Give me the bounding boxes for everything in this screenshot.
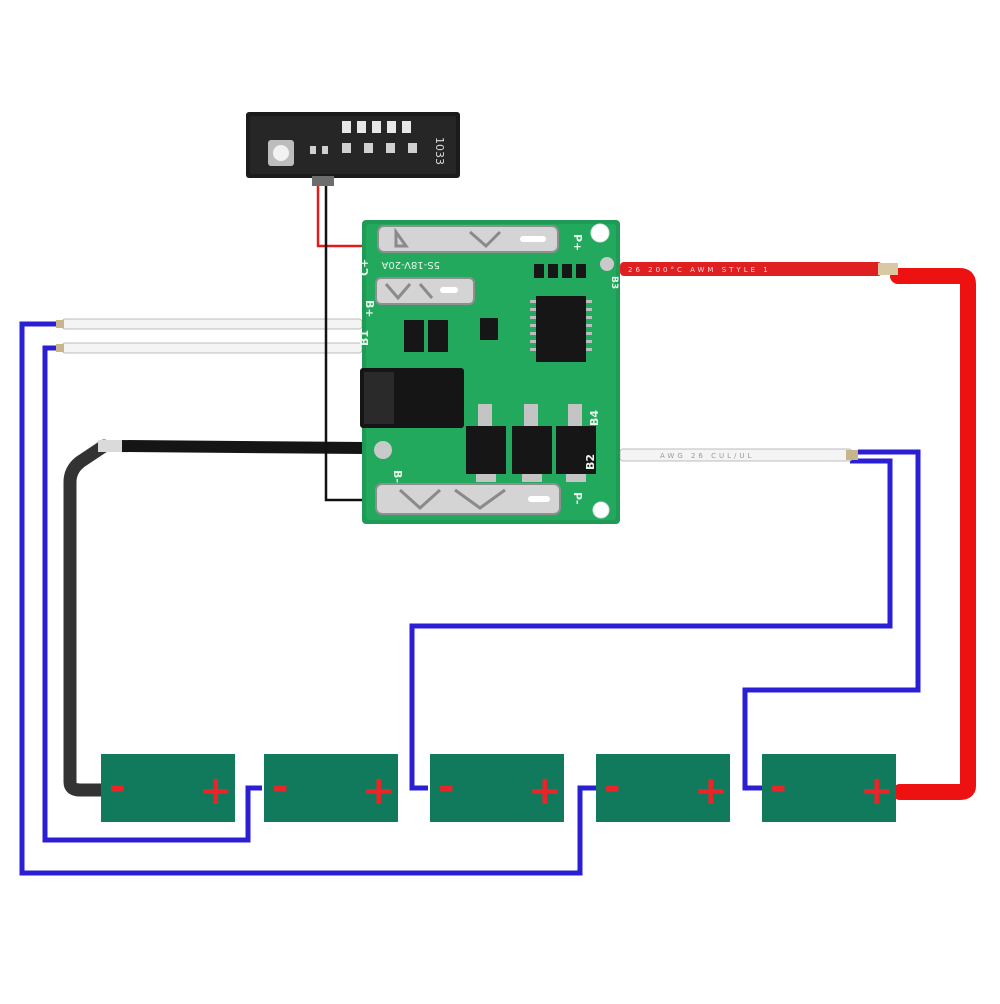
battery-cell-body	[430, 754, 564, 822]
bms-board-marking: 5S-18V-20A	[381, 259, 440, 270]
battery-cell-body	[264, 754, 398, 822]
cell-negative-terminal-label: -	[272, 764, 289, 810]
black-lead-left	[98, 440, 371, 454]
main-positive-wire	[890, 268, 976, 800]
pad-label-b-plus: B+	[363, 300, 376, 318]
balance-wire-b4	[742, 449, 921, 791]
pad-label-p-minus: P-	[571, 492, 584, 504]
white-lead-marking: AWG 26 CUL/UL	[660, 452, 754, 460]
cell-negative-terminal-label: -	[438, 764, 455, 810]
battery-cell-5: -+	[762, 754, 896, 822]
balance-wire-b3	[42, 345, 262, 843]
battery-cell-1: -+	[101, 754, 235, 822]
led-indicator-board: 1033	[246, 112, 460, 186]
control-ic	[536, 296, 586, 362]
pad-label-b1: B1	[358, 330, 371, 346]
cell-positive-terminal-label: +	[199, 768, 233, 814]
main-negative-wire	[63, 439, 111, 797]
pad-label-b-minus: B-	[391, 470, 404, 483]
pad-label-p-plus: P+	[571, 234, 584, 251]
cell-positive-terminal-label: +	[860, 768, 894, 814]
cell-positive-terminal-label: +	[362, 768, 396, 814]
balance-wire-b1	[19, 321, 598, 876]
battery-cell-body	[762, 754, 896, 822]
led-board-wires	[316, 183, 378, 502]
pad-label-b3: B3	[609, 276, 619, 289]
balance-wires	[19, 321, 921, 876]
cell-positive-terminal-label: +	[528, 768, 562, 814]
red-lead-right: 26 200°C AWM STYLE 1	[620, 262, 898, 276]
battery-cell-3: -+	[430, 754, 564, 822]
red-lead-marking: 26 200°C AWM STYLE 1	[628, 266, 771, 274]
battery-cells: -+-+-+-+-+	[101, 754, 896, 822]
cell-negative-terminal-label: -	[770, 764, 787, 810]
battery-cell-2: -+	[264, 754, 398, 822]
terminal-p-minus	[375, 483, 561, 515]
battery-cell-4: -+	[596, 754, 730, 822]
led-row	[310, 121, 417, 154]
bms-board: C+ P+ B+ B1 B- P- B2 B4 B3 5S-18V-20A	[358, 220, 620, 524]
pad-label-b4: B4	[588, 410, 601, 426]
push-button-cap	[273, 145, 289, 161]
led-board-marking: 1033	[433, 137, 446, 165]
white-leads-left	[56, 318, 363, 354]
white-lead-right: AWG 26 CUL/UL	[619, 448, 858, 462]
cell-positive-terminal-label: +	[694, 768, 728, 814]
battery-cell-body	[101, 754, 235, 822]
terminal-c-plus	[375, 277, 475, 305]
battery-cell-body	[596, 754, 730, 822]
mosfet-array	[466, 404, 596, 482]
pad-label-b2: B2	[584, 454, 597, 470]
cell-negative-terminal-label: -	[604, 764, 621, 810]
balance-wire-b2	[409, 458, 893, 791]
pad-label-c-plus: C+	[358, 259, 371, 276]
cell-negative-terminal-label: -	[109, 764, 126, 810]
terminal-p-plus	[377, 225, 559, 253]
